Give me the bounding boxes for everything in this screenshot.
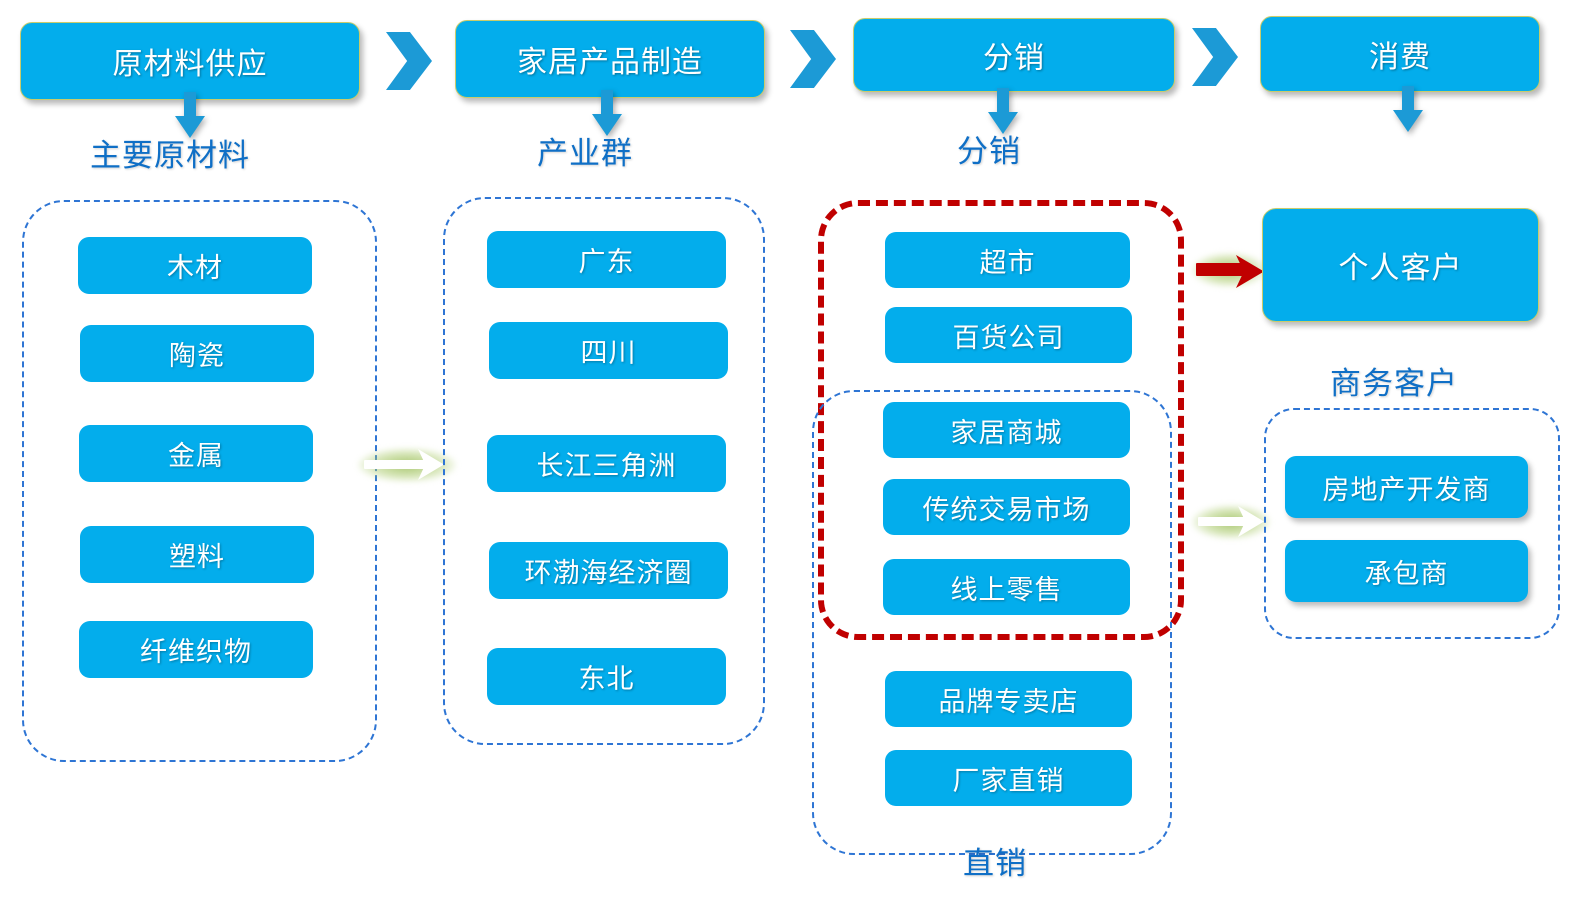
pill-label: 纤维织物 xyxy=(140,637,252,668)
pill-department-store[interactable]: 百货公司 xyxy=(885,307,1132,363)
arrow-shaft xyxy=(184,92,196,118)
pill-label: 陶瓷 xyxy=(169,341,225,372)
pill-wood[interactable]: 木材 xyxy=(78,237,312,294)
pill-bohai-economic-rim[interactable]: 环渤海经济圈 xyxy=(489,542,728,599)
pill-fiber-textile[interactable]: 纤维织物 xyxy=(79,621,313,678)
pill-online-retail[interactable]: 线上零售 xyxy=(883,559,1130,615)
down-arrow-icon-4 xyxy=(1393,86,1423,132)
pill-label: 房地产开发商 xyxy=(1322,474,1491,506)
section-label-raw-materials: 主要原材料 xyxy=(90,138,250,174)
pill-label: 品牌专卖店 xyxy=(938,686,1079,718)
flow-arrow-direct-to-business xyxy=(1186,487,1276,557)
pill-yangtze-river-delta[interactable]: 长江三角洲 xyxy=(487,435,726,492)
stage-box-label: 家居产品制造 xyxy=(517,45,703,80)
arrow-shaft xyxy=(1402,86,1414,112)
group-business-customers xyxy=(1264,408,1560,639)
pill-guangdong[interactable]: 广东 xyxy=(487,231,726,288)
pill-label: 木材 xyxy=(167,253,223,284)
pill-metal[interactable]: 金属 xyxy=(79,425,313,482)
pill-traditional-trading-market[interactable]: 传统交易市场 xyxy=(883,479,1130,535)
pill-label: 个人客户 xyxy=(1338,251,1463,286)
stage-box-raw-material-supply[interactable]: 原材料供应 xyxy=(20,22,360,100)
pill-label: 超市 xyxy=(979,247,1036,279)
stage-box-consumption[interactable]: 消费 xyxy=(1260,16,1540,92)
pill-ceramics[interactable]: 陶瓷 xyxy=(80,325,314,382)
pill-label: 承包商 xyxy=(1364,558,1449,590)
pill-factory-direct-sales[interactable]: 厂家直销 xyxy=(885,750,1132,806)
pill-label: 环渤海经济圈 xyxy=(524,558,693,589)
down-arrow-icon-2 xyxy=(592,90,622,136)
pill-plastic[interactable]: 塑料 xyxy=(80,526,314,583)
pill-label: 厂家直销 xyxy=(952,765,1065,797)
section-label-industrial-clusters: 产业群 xyxy=(537,136,633,172)
pill-sichuan[interactable]: 四川 xyxy=(489,322,728,379)
arrow-shaft xyxy=(997,88,1009,114)
arrow-shaft xyxy=(1196,263,1246,276)
stage-box-label: 分销 xyxy=(983,41,1045,76)
pill-label: 四川 xyxy=(580,338,637,369)
pill-label: 百货公司 xyxy=(952,322,1065,354)
stage-box-label: 消费 xyxy=(1369,40,1431,75)
arrow-shaft xyxy=(364,460,426,469)
pill-label: 广东 xyxy=(578,247,635,278)
down-arrow-icon-1 xyxy=(175,92,205,138)
stage-box-label: 原材料供应 xyxy=(112,47,268,82)
pill-home-furnishing-mall[interactable]: 家居商城 xyxy=(883,402,1130,458)
group-industrial-clusters xyxy=(443,197,765,745)
pill-label: 传统交易市场 xyxy=(922,494,1091,526)
section-label-distribution: 分销 xyxy=(957,134,1021,170)
pill-supermarket[interactable]: 超市 xyxy=(885,232,1130,288)
section-label-direct-sales: 直销 xyxy=(963,846,1027,882)
group-direct-sales xyxy=(812,390,1172,855)
arrow-shaft xyxy=(601,90,613,116)
pill-brand-store[interactable]: 品牌专卖店 xyxy=(885,671,1132,727)
pill-label: 塑料 xyxy=(169,542,225,573)
chevron-right-icon-3 xyxy=(1192,28,1238,86)
section-label-business-customers: 商务客户 xyxy=(1330,366,1458,402)
chevron-right-icon-2 xyxy=(790,30,836,88)
arrow-shaft xyxy=(1198,517,1250,526)
flow-arrow-materials-to-clusters xyxy=(352,430,462,500)
pill-label: 金属 xyxy=(168,441,224,472)
pill-northeast[interactable]: 东北 xyxy=(487,648,726,705)
pill-label: 线上零售 xyxy=(950,574,1063,606)
pill-individual-customer[interactable]: 个人客户 xyxy=(1262,208,1539,322)
stage-box-home-product-manufacturing[interactable]: 家居产品制造 xyxy=(455,20,765,98)
chevron-right-icon-1 xyxy=(386,32,432,90)
pill-label: 长江三角洲 xyxy=(536,451,677,482)
down-arrow-icon-3 xyxy=(988,88,1018,134)
pill-label: 家居商城 xyxy=(950,417,1063,449)
stage-box-distribution[interactable]: 分销 xyxy=(853,18,1175,92)
arrow-head xyxy=(1393,110,1423,132)
group-raw-materials xyxy=(22,200,377,762)
pill-contractor[interactable]: 承包商 xyxy=(1285,540,1528,602)
flow-arrow-retail-to-individual xyxy=(1186,235,1272,305)
pill-real-estate-developer[interactable]: 房地产开发商 xyxy=(1285,456,1528,518)
pill-label: 东北 xyxy=(578,664,635,695)
